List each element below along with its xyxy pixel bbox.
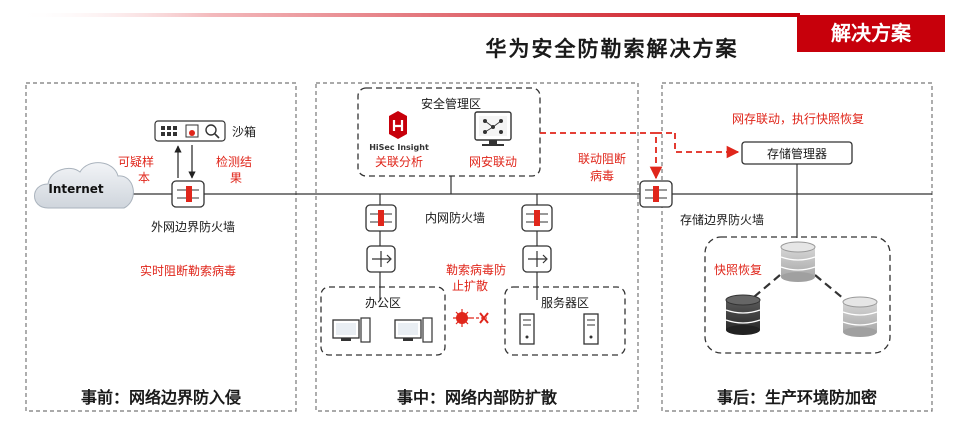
link-block-label-2: 病毒 — [590, 168, 614, 183]
top-accent-bar — [16, 13, 800, 17]
link-block-label-1: 联动阻断 — [578, 151, 626, 166]
realtime-block-label: 实时阻断勒索病毒 — [140, 263, 236, 278]
spread-prevention-label-2: 止扩散 — [452, 278, 488, 293]
office-zone-box — [320, 286, 446, 356]
internet-cloud-icon — [34, 162, 134, 209]
border-firewall-icon — [171, 180, 205, 208]
hisec-insight-name: HiSec Insight — [369, 143, 429, 152]
solution-badge-label: 解决方案 — [831, 21, 912, 45]
office-pc-2-icon — [394, 317, 433, 343]
net-linkage-label: 网安联动 — [469, 154, 517, 169]
snapshot-database-icon — [842, 296, 878, 337]
server-zone-box — [504, 286, 626, 356]
sandbox-device-icon — [154, 120, 226, 142]
snapshot-zone-box — [704, 236, 891, 354]
storage-manager-label: 存储管理器 — [767, 146, 827, 161]
spread-prevention-label-1: 勒索病毒防 — [446, 262, 506, 277]
detect-result-label-2: 果 — [230, 171, 242, 185]
intranet-firewall-right-icon — [521, 204, 553, 232]
storage-firewall-label: 存储边界防火墙 — [680, 212, 764, 227]
phase-after-title: 事后：生产环境防加密 — [717, 388, 877, 407]
snapshot-link-right — [814, 274, 851, 305]
snapshot-link-left — [747, 274, 781, 303]
mgmt-zone-box — [357, 87, 541, 177]
panel-before — [25, 82, 297, 412]
storage-linkage-label: 网存联动，执行快照恢复 — [732, 112, 864, 126]
linkage-to-storage-arrow — [674, 133, 740, 159]
suspicious-sample-label-1: 可疑样 — [118, 154, 154, 169]
hisec-insight-logo — [389, 111, 407, 139]
page-title: 华为安全防勒索解决方案 — [486, 37, 739, 61]
phase-during-title: 事中：网络内部防扩散 — [397, 388, 558, 407]
office-zone-label: 办公区 — [365, 295, 401, 310]
security-monitor-icon — [474, 111, 512, 146]
storage-firewall-icon — [639, 180, 673, 208]
sandbox-label: 沙箱 — [232, 124, 256, 139]
server-switch-icon — [522, 245, 552, 273]
server-zone-label: 服务器区 — [541, 295, 589, 310]
detect-result-label-1: 检测结 — [216, 154, 252, 169]
panel-during — [315, 82, 639, 412]
virus-blocked-icon — [453, 309, 489, 327]
intranet-firewall-label: 内网防火墙 — [425, 210, 485, 225]
border-firewall-label: 外网边界防火墙 — [151, 219, 235, 234]
server-2-icon — [583, 313, 599, 345]
mgmt-zone-label: 安全管理区 — [421, 96, 481, 111]
correlation-analysis-label: 关联分析 — [375, 155, 423, 169]
intranet-firewall-left-icon — [365, 204, 397, 232]
panel-after — [661, 82, 933, 412]
snapshot-restore-label: 快照恢复 — [714, 263, 762, 277]
encrypted-database-icon — [725, 294, 761, 335]
primary-database-icon — [780, 241, 816, 282]
phase-before-title: 事前：网络边界防入侵 — [81, 388, 241, 407]
server-1-icon — [519, 313, 535, 345]
solution-badge — [797, 15, 945, 52]
internet-label: Internet — [48, 182, 103, 196]
office-pc-1-icon — [332, 317, 371, 343]
office-switch-icon — [366, 245, 396, 273]
suspicious-sample-label-2: 本 — [138, 171, 150, 185]
